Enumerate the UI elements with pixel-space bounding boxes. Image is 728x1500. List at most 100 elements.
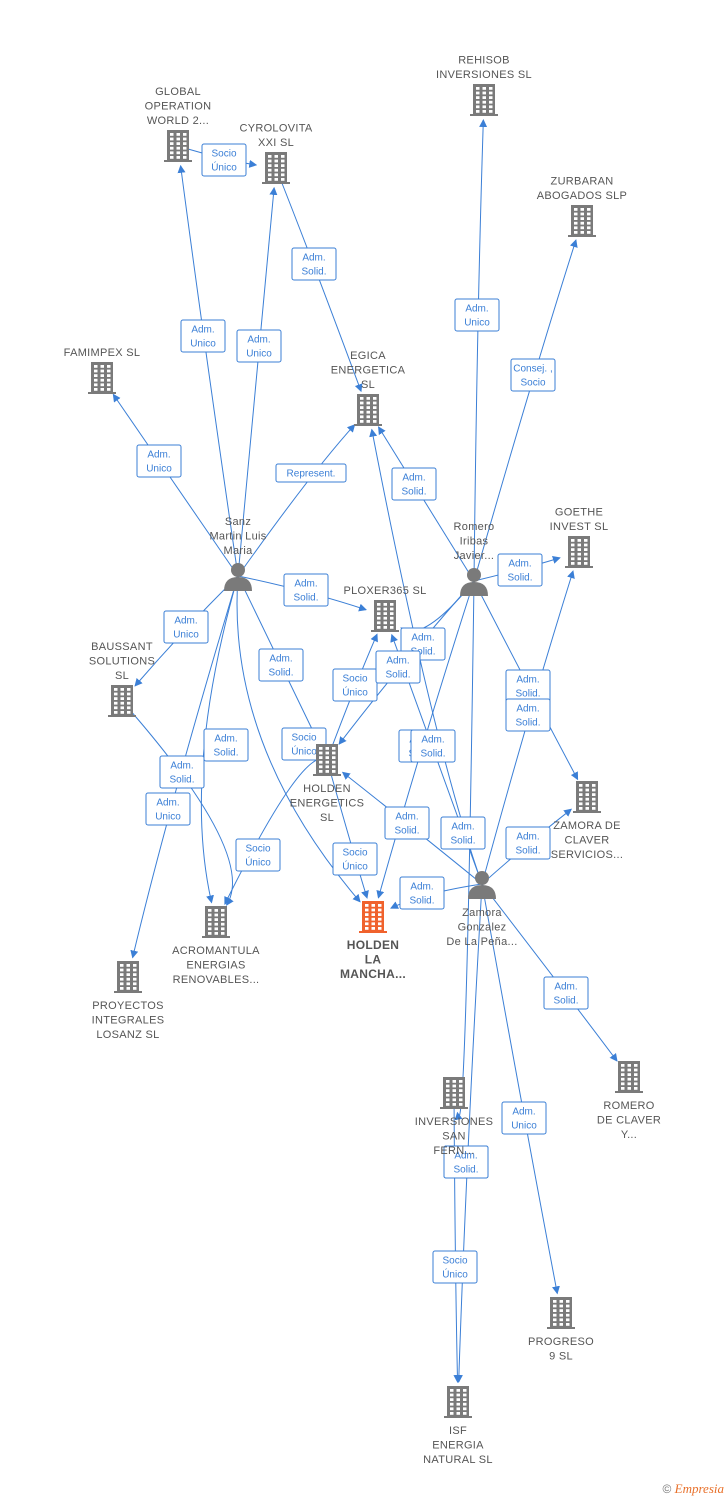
edge-label[interactable]: Adm.Solid. xyxy=(384,806,430,840)
node-label: Javier... xyxy=(454,550,495,562)
node-holden_mancha[interactable]: HOLDENLAMANCHA... xyxy=(340,901,406,981)
node-label: CYROLOVITA xyxy=(239,123,312,135)
building-base xyxy=(262,182,290,184)
building-window xyxy=(579,788,583,792)
node-zamora_claver[interactable]: ZAMORA DECLAVERSERVICIOS... xyxy=(551,781,623,861)
building-window xyxy=(319,765,323,769)
edge-label[interactable]: Adm.Solid. xyxy=(505,669,551,703)
edge-label[interactable]: Adm.Unico xyxy=(180,319,226,353)
building-base xyxy=(114,991,142,993)
edge-label-box xyxy=(497,553,543,587)
edge-label[interactable]: Represent. xyxy=(275,463,347,483)
edge-label[interactable]: Adm.Solid. xyxy=(399,876,445,910)
edge-label-text: Adm. xyxy=(454,1151,477,1162)
edge-label[interactable]: Adm.Unico xyxy=(136,444,182,478)
edge-label[interactable]: Adm.Unico xyxy=(454,298,500,332)
building-window xyxy=(325,751,329,755)
node-label: SERVICIOS... xyxy=(551,849,623,861)
edge-label[interactable]: Adm.Unico xyxy=(236,329,282,363)
edge-sanz-to-cyrolovita xyxy=(237,186,278,577)
building-window xyxy=(268,168,272,172)
building-base xyxy=(615,1091,643,1093)
edge-label-box xyxy=(384,806,430,840)
edge-label[interactable]: Consej. ,Socio xyxy=(510,358,556,392)
building-window xyxy=(107,388,111,391)
building-window xyxy=(587,212,591,216)
edge-label[interactable]: Adm.Solid. xyxy=(283,573,329,607)
edge-label[interactable]: Adm.Solid. xyxy=(291,247,337,281)
building-window xyxy=(452,1098,456,1102)
edge-label[interactable]: Adm.Solid. xyxy=(543,976,589,1010)
building-window xyxy=(208,909,212,912)
node-acromantula[interactable]: ACROMANTULAENERGIASRENOVABLES... xyxy=(172,906,260,986)
building-window xyxy=(274,173,278,177)
edge-label[interactable]: Adm.Solid. xyxy=(203,728,249,762)
building-window xyxy=(208,922,212,926)
edge-label[interactable]: Adm.Unico xyxy=(501,1101,547,1135)
building-window xyxy=(459,1093,463,1097)
edge-label[interactable]: Adm.Solid. xyxy=(159,755,205,789)
edge-label[interactable]: Adm.Solid. xyxy=(410,729,456,763)
node-inversiones_san[interactable]: INVERSIONESSANFERN... xyxy=(415,1077,494,1157)
edge-label-text: Adm. xyxy=(554,982,577,993)
edge-label[interactable]: Adm.Solid. xyxy=(505,698,551,732)
edge-label[interactable]: Adm.Solid. xyxy=(443,1145,489,1179)
building-icon xyxy=(202,906,230,938)
edge-label-box xyxy=(432,1250,478,1284)
building-window xyxy=(459,1089,463,1092)
edge-label[interactable]: Adm.Solid. xyxy=(497,553,543,587)
building-window xyxy=(127,697,131,700)
building-window xyxy=(585,797,589,801)
node-romero[interactable]: RomeroIribasJavier... xyxy=(454,521,495,596)
edge-label[interactable]: Adm.Solid. xyxy=(375,650,421,684)
brand-logo[interactable]: Empresia xyxy=(674,1481,724,1496)
edge-label[interactable]: Adm.Unico xyxy=(145,792,191,826)
building-window xyxy=(559,1318,563,1322)
building-window xyxy=(221,932,225,935)
edge-label[interactable]: Adm.Solid. xyxy=(258,648,304,682)
edge-label[interactable]: Adm.Solid. xyxy=(391,467,437,501)
building-window xyxy=(627,1082,631,1086)
edge-label-box xyxy=(391,467,437,501)
edge-label[interactable]: Adm.Solid. xyxy=(505,826,551,860)
building-window xyxy=(383,612,387,615)
node-famimpex[interactable]: FAMIMPEX SL xyxy=(64,347,141,394)
building-window xyxy=(621,1087,625,1090)
building-window xyxy=(332,747,336,750)
edge-label[interactable]: Adm.Solid. xyxy=(440,816,486,850)
node-label: WORLD 2... xyxy=(147,115,209,127)
building-window xyxy=(120,982,124,986)
building-window xyxy=(383,603,387,606)
node-label: FERN... xyxy=(433,1145,474,1157)
building-window xyxy=(214,932,218,935)
building-window xyxy=(553,1323,557,1326)
building-window xyxy=(579,784,583,787)
node-label: Zamora xyxy=(462,907,502,919)
edge-label[interactable]: Adm.Unico xyxy=(163,610,209,644)
node-ploxer[interactable]: PLOXER365 SL xyxy=(343,585,426,632)
building-window xyxy=(281,159,285,163)
node-label: EGICA xyxy=(350,350,386,362)
building-window xyxy=(450,1393,454,1397)
edge-label-text: Adm. xyxy=(451,822,474,833)
edge-sanz-to-holden_mancha xyxy=(236,575,361,903)
